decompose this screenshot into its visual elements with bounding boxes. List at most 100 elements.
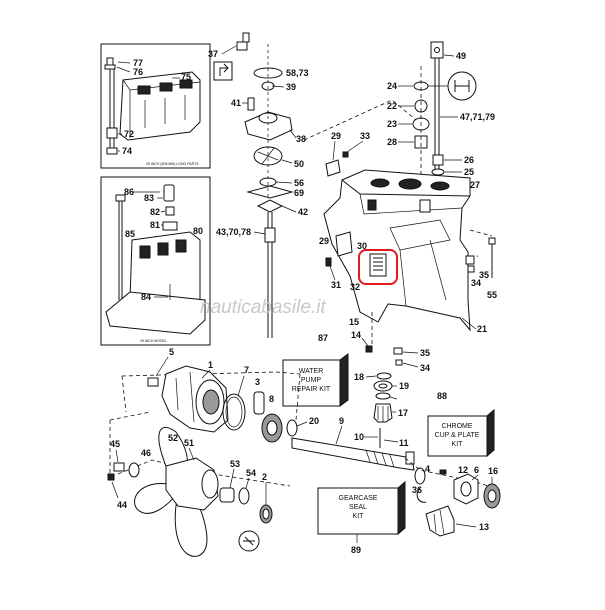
label-31: 31	[331, 280, 341, 290]
icon-box-left	[213, 61, 233, 81]
label-12: 12	[458, 465, 468, 475]
label-56: 56	[294, 178, 304, 188]
kit-89-line3: KIT	[353, 513, 365, 520]
screw-77	[106, 57, 114, 66]
prop-shaft	[291, 437, 415, 471]
label-88: 88	[437, 391, 447, 401]
washer-54	[238, 487, 250, 505]
label-29a: 29	[331, 131, 341, 141]
label-89: 89	[351, 545, 361, 555]
label-49: 49	[456, 51, 466, 61]
screw-5	[147, 377, 159, 387]
inset-model-caption: 25 INCH MODEL	[140, 339, 167, 343]
bearing-3	[253, 391, 265, 415]
label-77: 77	[133, 58, 143, 68]
label-72: 72	[124, 129, 134, 139]
inset-long-frame	[100, 43, 211, 169]
label-42: 42	[298, 207, 308, 217]
label-28: 28	[387, 137, 397, 147]
label-21: 21	[477, 324, 487, 334]
water-pump-stack: 37 58,73 39 41 38 50 56 69 42 43,70,78	[208, 32, 309, 338]
shifter-13	[425, 505, 455, 537]
label-53: 53	[230, 459, 240, 469]
label-47: 47,71,79	[460, 112, 495, 122]
label-29b: 29	[319, 236, 329, 246]
label-46: 46	[141, 448, 151, 458]
grommet-83	[163, 184, 175, 202]
label-41: 41	[231, 98, 241, 108]
kit-87-line1: WATER	[299, 368, 324, 375]
highlight-box	[358, 249, 398, 285]
label-35a: 35	[479, 270, 489, 280]
bearing-19	[373, 380, 393, 392]
washer-46	[128, 462, 140, 478]
label-58: 58,73	[286, 68, 309, 78]
watermark: nauticabasile.it	[200, 297, 326, 318]
label-15: 15	[349, 317, 359, 327]
oring-7	[222, 393, 246, 431]
part-26	[432, 154, 444, 166]
small-parts-29-33: 29 33	[325, 131, 370, 177]
label-36: 36	[412, 485, 422, 495]
label-18: 18	[354, 372, 364, 382]
kit-88-line3: KIT	[452, 441, 464, 448]
label-27: 27	[470, 180, 480, 190]
label-25: 25	[464, 167, 474, 177]
label-44: 44	[117, 500, 127, 510]
label-7: 7	[244, 365, 249, 375]
gearcase-housing-21: 29 30 31 32 14 15 35 34 55 21 35 34	[303, 99, 497, 373]
pinion-stack: 18 19 17	[354, 372, 409, 423]
plate-69	[246, 185, 294, 199]
label-34a: 34	[471, 278, 481, 288]
label-33: 33	[360, 131, 370, 141]
clutch-assembly: 12 6 16 36 13 4	[404, 457, 501, 537]
label-75: 75	[181, 72, 191, 82]
part-49	[430, 41, 444, 59]
label-10: 10	[354, 432, 364, 442]
plate-29	[325, 159, 341, 177]
label-83: 83	[144, 193, 154, 203]
label-32: 32	[350, 282, 360, 292]
label-87: 87	[318, 333, 328, 343]
label-30: 30	[357, 241, 367, 251]
kit-88-line1: CHROME	[441, 423, 472, 430]
label-80: 80	[193, 226, 203, 236]
part-34b	[395, 359, 403, 366]
label-20: 20	[309, 416, 319, 426]
label-45: 45	[110, 439, 120, 449]
label-5: 5	[169, 347, 174, 357]
label-38: 38	[296, 134, 306, 144]
label-4: 4	[425, 464, 430, 474]
label-14: 14	[351, 330, 361, 340]
part-86	[115, 194, 126, 202]
label-84: 84	[141, 292, 151, 302]
part-35b	[393, 347, 403, 355]
label-74: 74	[122, 146, 132, 156]
screw-33	[342, 151, 349, 158]
bushing-53	[219, 487, 235, 503]
arrow-icon	[219, 63, 229, 76]
label-76: 76	[133, 67, 143, 77]
washer-18	[376, 372, 392, 380]
detail-circle-icon	[238, 530, 260, 552]
label-23: 23	[387, 119, 397, 129]
spring-36	[416, 487, 427, 503]
label-85: 85	[125, 229, 135, 239]
part-34a	[467, 265, 475, 273]
label-37: 37	[208, 49, 218, 59]
screw-41	[247, 97, 255, 111]
kit-box-88	[427, 415, 488, 457]
gasket-42	[256, 199, 284, 213]
base-plate	[105, 291, 206, 335]
cotter-44	[107, 473, 115, 481]
label-86: 86	[124, 187, 134, 197]
part-25	[431, 168, 445, 176]
label-82: 82	[150, 207, 160, 217]
propeller-shaft-9: 9 10 11	[291, 416, 415, 471]
inset-long-parts: 25 INCH (508 MM) LONG PARTS 77 76 75 72 …	[100, 43, 211, 169]
label-1: 1	[208, 360, 213, 370]
label-11: 11	[399, 438, 409, 448]
anode-30	[369, 253, 387, 277]
kit-89-line1: GEARCASE	[339, 495, 378, 502]
